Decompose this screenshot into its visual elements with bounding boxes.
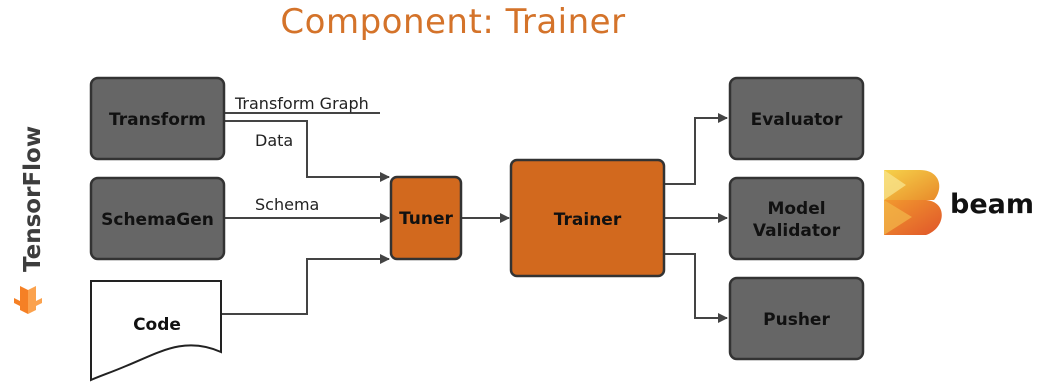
evaluator-label: Evaluator bbox=[751, 110, 843, 130]
schemagen-label: SchemaGen bbox=[101, 210, 214, 230]
edge-label-schema: Schema bbox=[255, 195, 319, 214]
beam-logo: beam bbox=[884, 170, 1034, 235]
model-validator-label-line1: Model bbox=[767, 199, 825, 219]
transform-label: Transform bbox=[109, 110, 206, 130]
model-validator-node: Model Validator bbox=[728, 176, 865, 261]
evaluator-node: Evaluator bbox=[728, 76, 865, 161]
edge-label-data: Data bbox=[255, 131, 293, 150]
tensorflow-logo: TensorFlow bbox=[14, 126, 46, 314]
tensorflow-wordmark: TensorFlow bbox=[20, 126, 46, 272]
beam-wordmark: beam bbox=[950, 189, 1034, 220]
tensorflow-icon bbox=[14, 286, 42, 314]
trainer-label: Trainer bbox=[554, 210, 622, 230]
trainer-node: Trainer bbox=[509, 158, 666, 278]
beam-icon bbox=[884, 170, 942, 235]
model-validator-label-line2: Validator bbox=[753, 221, 841, 241]
pusher-label: Pusher bbox=[763, 310, 830, 330]
transform-node: Transform bbox=[89, 76, 226, 161]
schemagen-node: SchemaGen bbox=[89, 176, 226, 261]
edge-code-to-tuner bbox=[222, 254, 390, 315]
tuner-node: Tuner bbox=[389, 175, 463, 261]
edge-data-to-tuner bbox=[225, 120, 390, 182]
edge-label-transform-graph: Transform Graph bbox=[234, 94, 369, 113]
tuner-label: Tuner bbox=[399, 209, 453, 229]
pusher-node: Pusher bbox=[728, 276, 865, 361]
edge-trainer-to-evaluator bbox=[665, 113, 728, 185]
edge-trainer-to-pusher bbox=[665, 253, 728, 323]
code-node: Code bbox=[90, 280, 222, 382]
connectors bbox=[222, 112, 728, 323]
code-label: Code bbox=[133, 315, 181, 335]
page-title: Component: Trainer bbox=[280, 2, 626, 42]
